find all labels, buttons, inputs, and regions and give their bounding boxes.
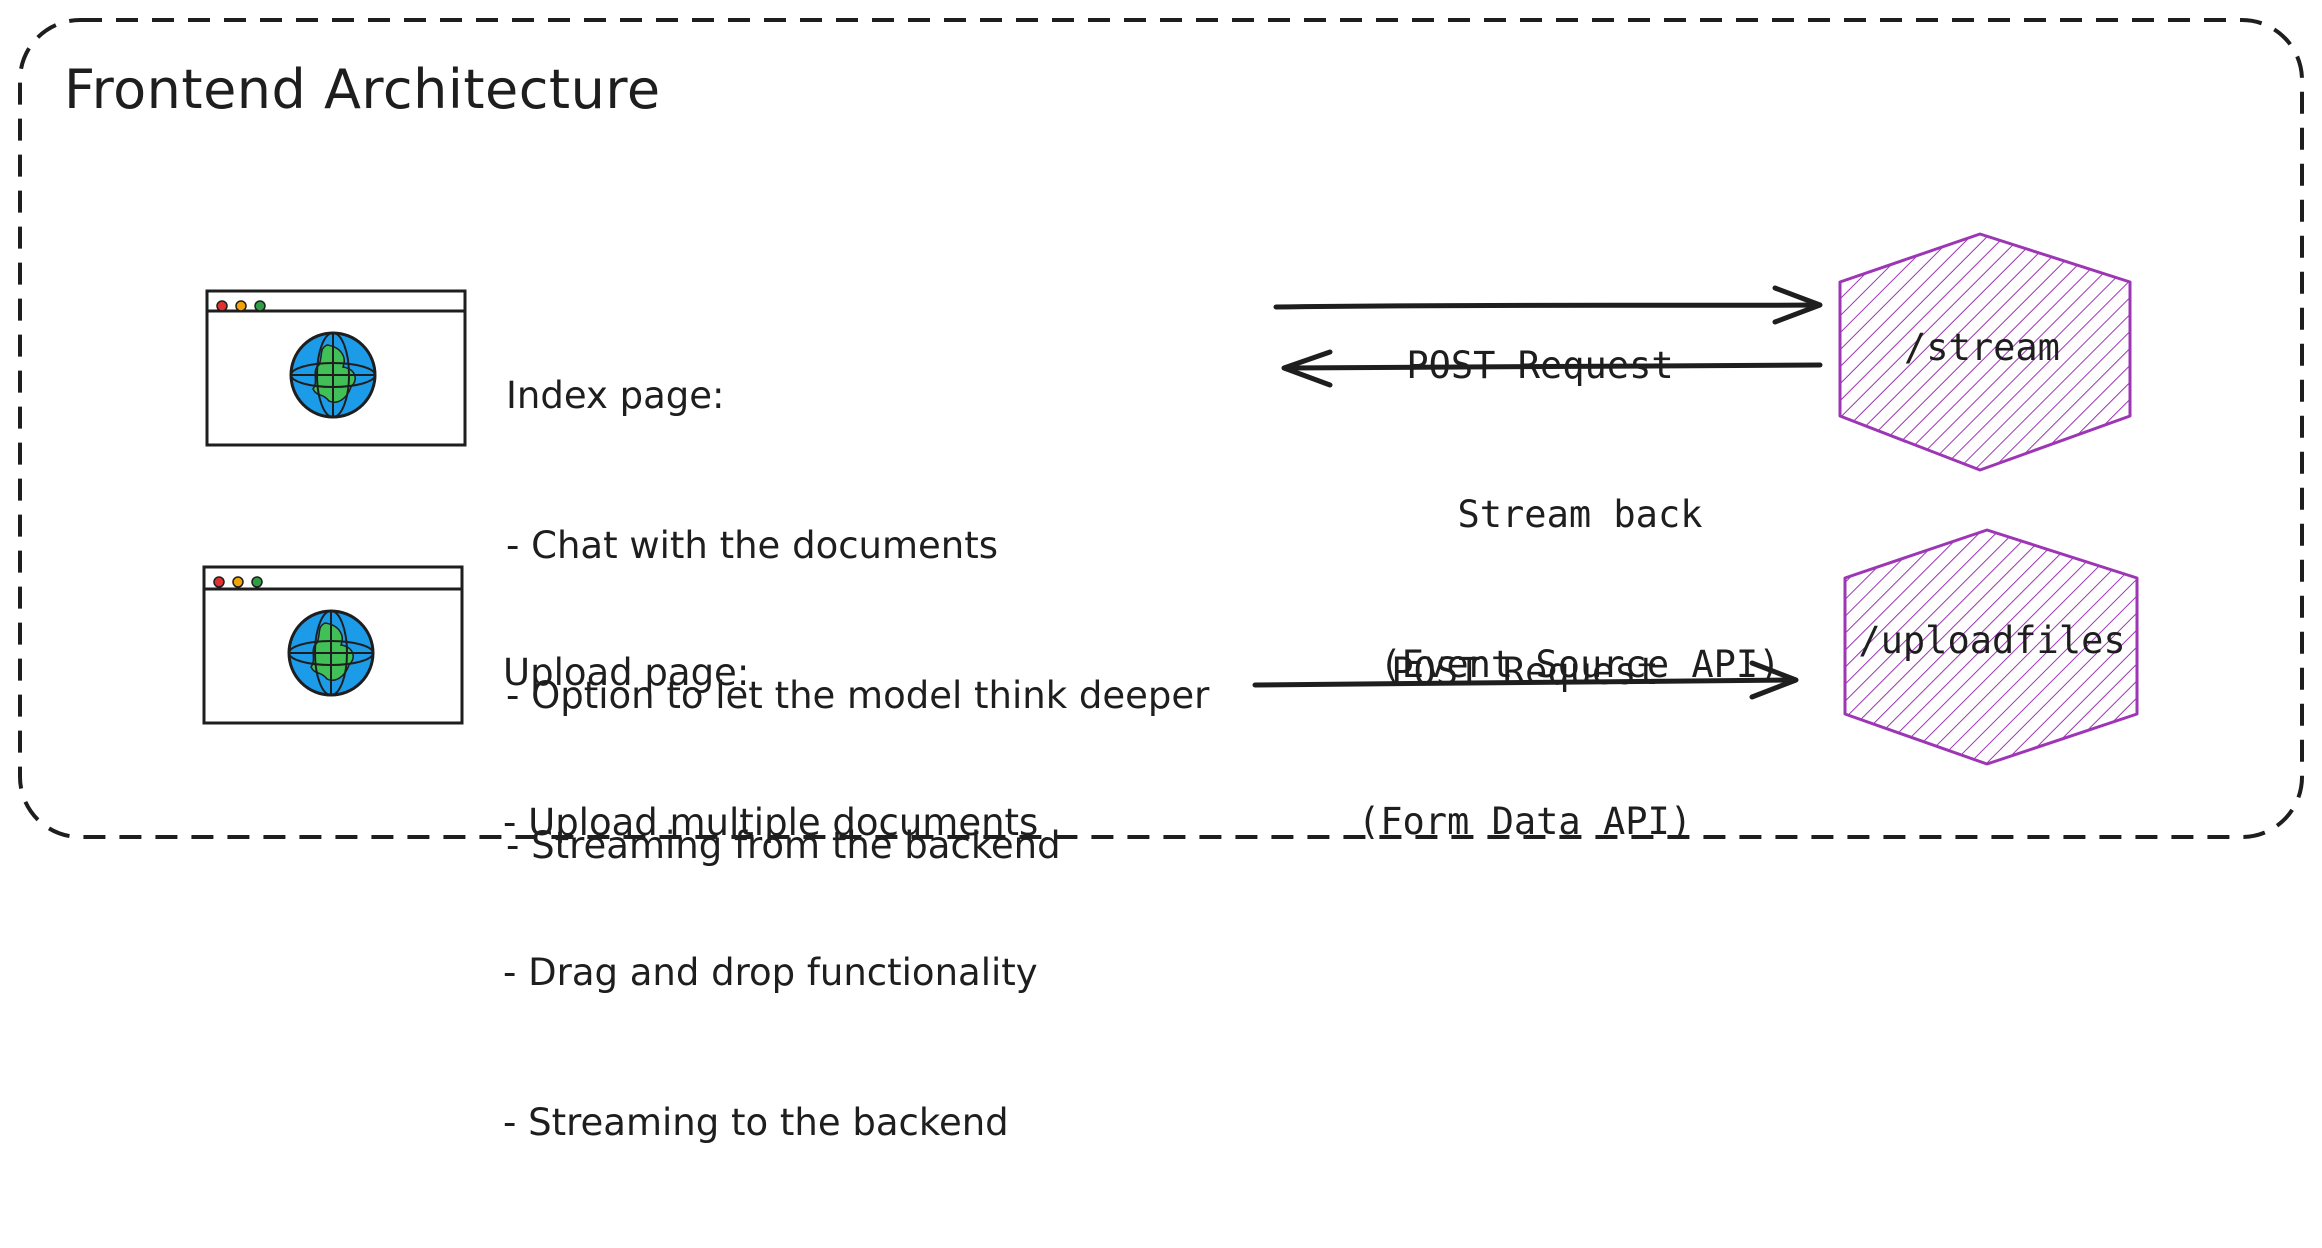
diagram-graphics — [18, 18, 2304, 839]
upload-page-feature: - Streaming to the backend — [503, 1101, 1009, 1144]
window-dot-red — [216, 300, 228, 312]
upload-page-heading: Upload page: — [503, 651, 750, 694]
window-dot-yellow — [232, 576, 244, 588]
index-page-heading: Index page: — [506, 374, 725, 417]
upload-post-request-label: POST Request (Form Data API) — [1335, 547, 1715, 947]
diagram-title: Frontend Architecture — [64, 58, 661, 121]
index-page-feature: - Option to let the model think deeper — [506, 674, 1210, 717]
event-source-api-label: (Event Source API) — [1379, 643, 1781, 686]
stream-endpoint-node — [1838, 232, 2132, 472]
window-dot-yellow — [235, 300, 247, 312]
globe-icon — [287, 609, 375, 697]
upload-post-request-label-text: POST Request — [1391, 650, 1659, 693]
globe-icon — [289, 331, 377, 419]
post-request-label-text: POST Request — [1406, 344, 1674, 387]
index-page-feature: - Chat with the documents — [506, 524, 999, 567]
frame-border — [18, 18, 2304, 839]
upload-page-feature: - Drag and drop functionality — [503, 951, 1038, 994]
stream-back-label-text: Stream back — [1457, 493, 1703, 536]
arrow-stream-back — [1281, 349, 1823, 388]
uploadfiles-endpoint-label: /uploadfiles — [1858, 619, 2126, 662]
post-request-label: POST Request — [1360, 241, 1720, 491]
arrow-post-request-upload — [1252, 660, 1799, 700]
window-dot-red — [213, 576, 225, 588]
browser-window-icon — [205, 289, 467, 447]
window-dot-green — [254, 300, 266, 312]
arrow-post-request-stream — [1273, 285, 1823, 325]
browser-window-icon — [202, 565, 464, 725]
stream-back-label: Stream back (Event Source API) — [1360, 390, 1800, 790]
diagram-canvas: Frontend Architecture Index page: - Chat… — [18, 18, 2304, 1144]
stream-endpoint-label: /stream — [1904, 326, 2060, 369]
upload-page-feature: - Upload multiple documents — [503, 801, 1039, 844]
uploadfiles-endpoint-node — [1843, 528, 2139, 766]
window-dot-green — [251, 576, 263, 588]
form-data-api-label: (Form Data API) — [1357, 800, 1693, 843]
upload-page-description: Upload page: - Upload multiple documents… — [503, 548, 1038, 1248]
